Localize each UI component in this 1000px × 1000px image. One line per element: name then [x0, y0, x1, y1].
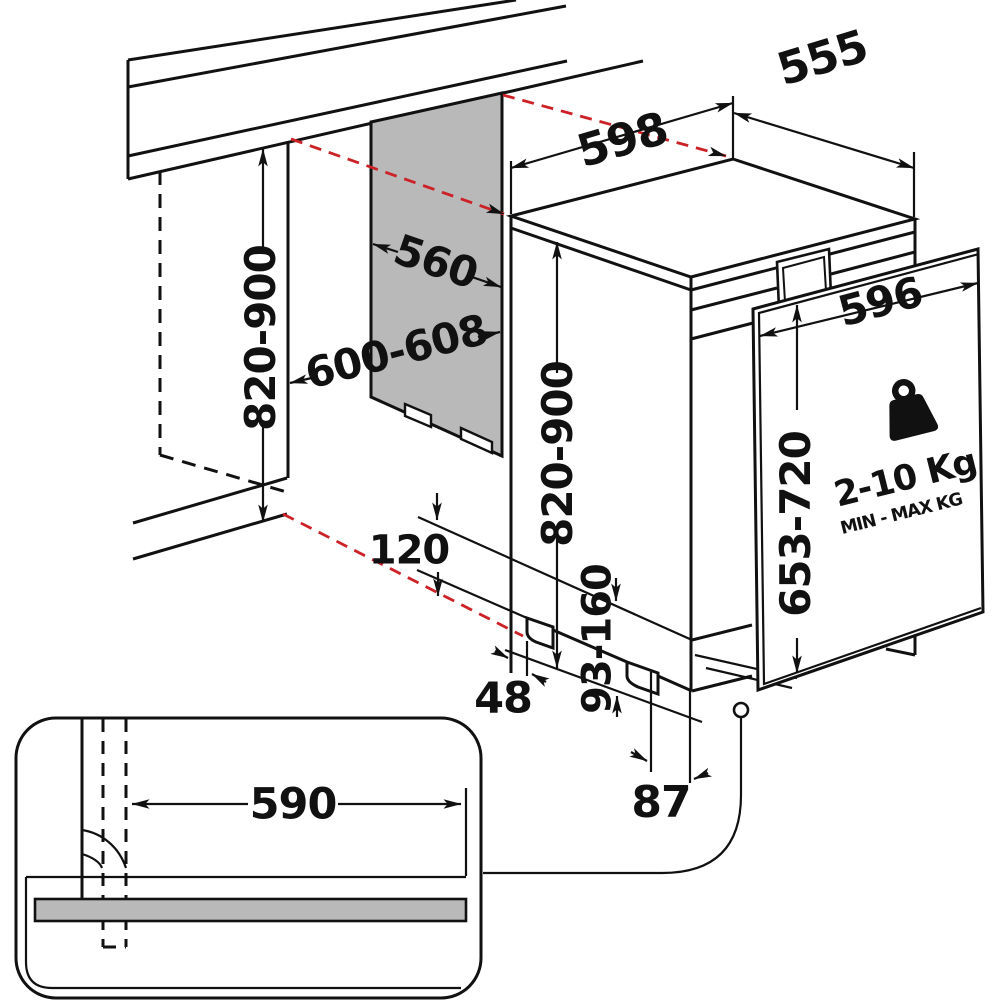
plinth-bar: [33, 897, 468, 923]
label-plinth-recess: 120: [369, 527, 450, 573]
dim-niche-height: 820-900: [236, 148, 285, 523]
dim-appliance-height: 820-900: [533, 241, 582, 669]
niche-side-panel: [369, 91, 504, 459]
label-feet-height: 93-160: [574, 564, 620, 714]
label-niche-height: 820-900: [236, 245, 285, 431]
label-appliance-height: 820-900: [533, 361, 582, 547]
dim-side-offset: 48: [474, 641, 550, 723]
front-foot: [525, 615, 555, 651]
dim-panel-height: 653-720: [771, 304, 820, 674]
niche-hidden-edge-bottom: [159, 453, 291, 495]
rear-foot: [625, 659, 660, 697]
projection-top-left: [290, 137, 505, 216]
panel-notch-2: [459, 426, 494, 455]
dim-rear-clearance: 87: [629, 672, 712, 828]
niche-structure: [158, 141, 291, 495]
label-rear-clearance: 87: [631, 777, 690, 828]
detail-inset: 590: [14, 716, 483, 1000]
label-plinth-cutout: 590: [250, 779, 337, 829]
dim-feet-height: 93-160: [574, 564, 622, 717]
detail-callout: [483, 701, 750, 875]
callout-point: [732, 701, 750, 719]
label-side-offset: 48: [474, 673, 532, 723]
projection-bottom: [282, 512, 524, 638]
label-appliance-width: 598: [571, 101, 673, 178]
dim-plinth-cutout: 590: [131, 779, 468, 876]
projection-lines: [282, 93, 727, 638]
weight-icon: [889, 379, 939, 441]
panel-notch-1: [403, 402, 433, 429]
label-appliance-depth: 555: [771, 19, 873, 96]
dim-plinth-recess: 120: [369, 493, 450, 597]
label-panel-height: 653-720: [771, 431, 820, 617]
